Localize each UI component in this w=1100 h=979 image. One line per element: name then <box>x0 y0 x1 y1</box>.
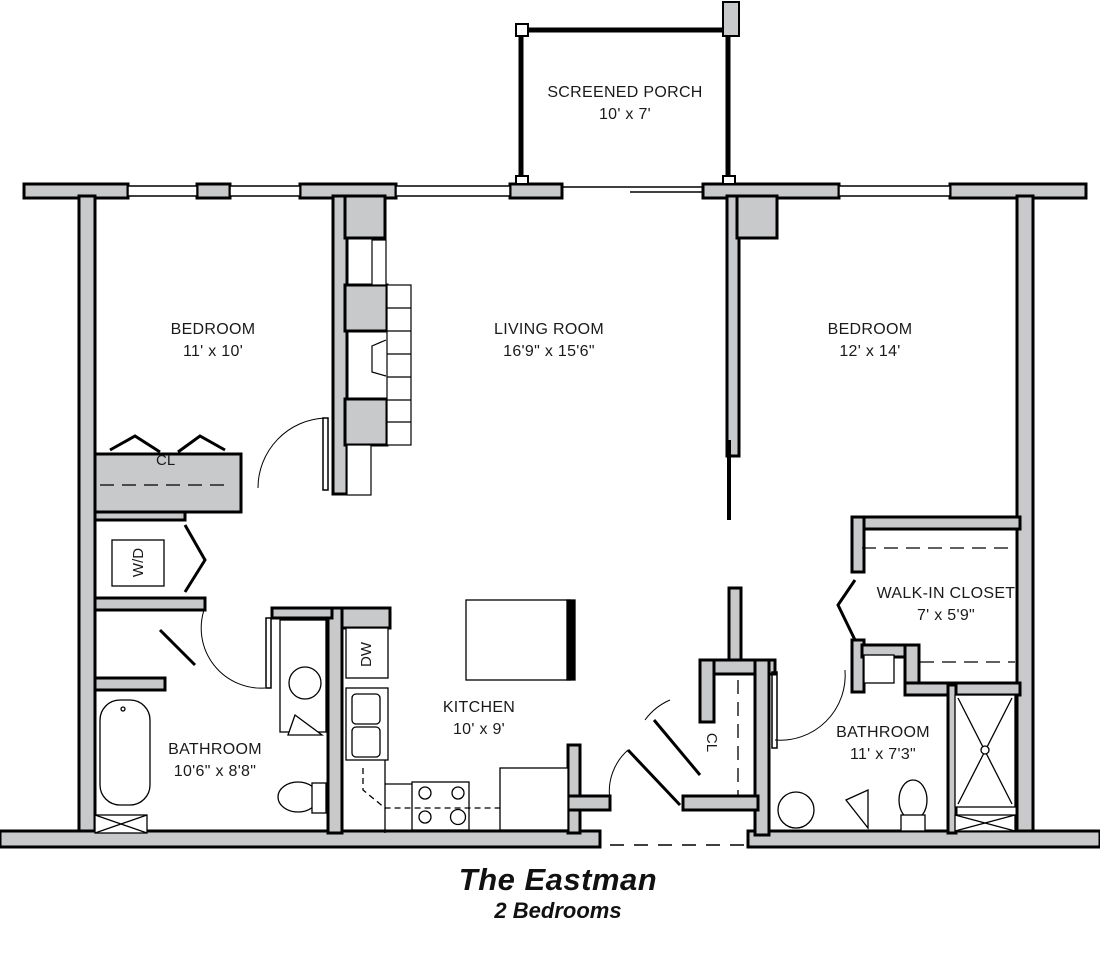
room-label-bathroom-1: BATHROOM 10'6" x 8'8" <box>168 739 262 783</box>
kitchen-island <box>465 599 571 681</box>
closet-label-hall: CL <box>703 732 721 753</box>
sink-2 <box>777 791 815 829</box>
closet-label-bedroom: CL <box>156 452 176 469</box>
wall-left <box>77 194 97 838</box>
sink-1 <box>288 666 322 700</box>
room-label-kitchen: KITCHEN 10' x 9' <box>443 697 515 741</box>
room-name: KITCHEN <box>442 699 516 716</box>
room-dimensions: 7' x 5'9" <box>916 607 976 624</box>
dishwasher-label: DW <box>358 642 375 667</box>
room-label-screened-porch: SCREENED PORCH 10' x 7' <box>547 82 702 126</box>
room-label-bedroom-2: BEDROOM 12' x 14' <box>828 319 913 363</box>
room-dimensions: 12' x 14' <box>839 343 901 360</box>
fireplace-hearth <box>346 239 412 496</box>
room-dimensions: 10'6" x 8'8" <box>173 763 257 780</box>
fixtures <box>94 484 1016 834</box>
wall-bottom-right <box>746 829 1100 849</box>
room-dimensions: 10' x 7' <box>598 106 652 123</box>
room-label-bathroom-2: BATHROOM 11' x 7'3" <box>836 722 930 766</box>
room-name: BATHROOM <box>836 724 930 741</box>
room-name: SCREENED PORCH <box>547 84 703 101</box>
wall-top-left <box>22 182 130 200</box>
wall-living-bedroom2 <box>725 194 741 458</box>
walls <box>0 182 1100 849</box>
wall-bottom-left <box>0 829 602 849</box>
plan-subtitle: 2 Bedrooms <box>494 898 622 923</box>
windows <box>127 185 951 197</box>
washer-dryer <box>111 539 165 587</box>
room-name: LIVING ROOM <box>494 321 604 338</box>
screened-porch-frame <box>515 1 740 185</box>
washer-dryer-label: W/D <box>130 547 148 578</box>
room-name: BEDROOM <box>170 321 256 338</box>
room-name: WALK-IN CLOSET <box>876 585 1016 602</box>
room-label-bedroom-1: BEDROOM 11' x 10' <box>171 319 256 363</box>
room-dimensions: 16'9" x 15'6" <box>503 343 595 360</box>
doors <box>109 417 857 846</box>
room-name: BEDROOM <box>827 321 913 338</box>
plan-title: The Eastman <box>458 862 658 897</box>
refrigerator <box>499 767 569 831</box>
room-name: BATHROOM <box>168 741 262 758</box>
wall-top-pier-1 <box>195 182 232 200</box>
wall-top-pier-3 <box>508 182 564 200</box>
room-dimensions: 10' x 9' <box>452 721 506 738</box>
room-label-living-room: LIVING ROOM 16'9" x 15'6" <box>494 319 604 363</box>
wall-fireplace <box>331 194 349 496</box>
room-dimensions: 11' x 7'3" <box>849 746 917 763</box>
bathtub <box>99 699 151 806</box>
room-dimensions: 11' x 10' <box>182 343 244 360</box>
room-label-walk-in-closet: WALK-IN CLOSET 7' x 5'9" <box>877 583 1016 627</box>
toilet-2 <box>898 779 928 821</box>
